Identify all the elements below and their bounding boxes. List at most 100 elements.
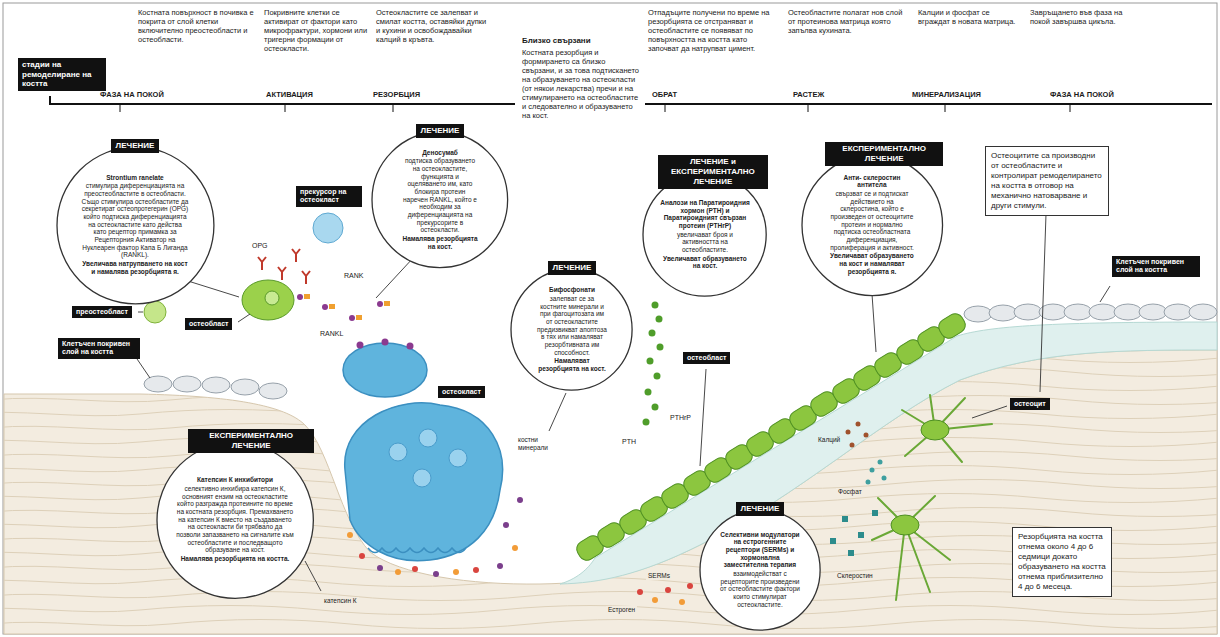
stage-description: Завръщането във фаза на покой завършва ц… (1030, 8, 1142, 26)
stage-description: Костната резорбция и формирането са близ… (522, 48, 640, 120)
callout-body: Аналози на Паратироидния хормон (PTH) и … (660, 199, 750, 271)
debris-dot (473, 567, 479, 573)
resorption-debris (347, 497, 523, 577)
cell-label: Клетъчен покривен слой на костта (58, 338, 140, 359)
opg-molecule (258, 257, 266, 270)
rank-receptors (357, 339, 414, 350)
new-bone-matrix (560, 322, 1217, 584)
osteocyte (891, 515, 919, 535)
dendrite (872, 496, 950, 600)
treatment-name: Катепсин К инхибитори (175, 476, 295, 484)
molecule-label: RANKL (318, 330, 345, 338)
tick (120, 104, 121, 112)
rankl-part (322, 304, 328, 310)
pth-dot (652, 302, 659, 309)
lamella (0, 452, 1220, 461)
pth-dot (656, 316, 663, 323)
cell-name: остеокласт (442, 388, 481, 396)
sclerostin (830, 538, 836, 544)
rankl-part (377, 301, 383, 307)
lamella (0, 424, 1220, 433)
phosphate-ions (866, 460, 887, 485)
estrogen (679, 599, 685, 605)
leader-line (135, 356, 150, 378)
pth-dot (647, 358, 654, 365)
rankl-part (349, 315, 355, 321)
note-box: Остеоцитите са производни от остеобласти… (985, 146, 1109, 216)
rankl-part (356, 315, 362, 320)
nucleus (413, 469, 431, 487)
callout-outline (802, 155, 943, 296)
debris-dot (497, 563, 503, 569)
lamella (0, 606, 1220, 615)
cell-name: остеоцит (1014, 400, 1046, 408)
callout-outline (700, 510, 820, 630)
molecule-label: костни минерали (516, 436, 566, 452)
stage-description: Остеокластите се залепват и смилат костт… (376, 8, 488, 44)
callout-outline (57, 147, 214, 304)
opg-molecule (278, 267, 286, 280)
lamella (0, 438, 1220, 447)
leader-line (549, 393, 566, 431)
debris-dot (412, 566, 418, 572)
estrogen (665, 587, 671, 593)
cell-name: остеобласт (189, 320, 228, 328)
treatment-text: взаимодействат с рецепторите произведени… (720, 570, 800, 608)
phase-name: РЕЗОРБЦИЯ (373, 90, 420, 99)
callout-body: Селективни модулатори на естрогенните ре… (720, 531, 800, 610)
osteocyte-dendrites (872, 395, 992, 600)
lining-cell (964, 306, 992, 322)
stage-description: Костната повърхност в почивка е покрита … (138, 8, 258, 44)
cell-name: прекурсор на остеокласт (300, 188, 358, 205)
treatment-name: Деносумаб (402, 149, 478, 157)
callout-body: Strontium ranelateстимулира диференциаци… (81, 174, 189, 277)
debris-dot (433, 571, 439, 577)
lining-cell (1089, 304, 1117, 320)
osteoclast-precursor (313, 213, 343, 243)
stage-description: Калции и фосфат се вграждат в новата мат… (918, 8, 1018, 26)
ion (870, 468, 875, 473)
callout-outline (511, 269, 632, 390)
treatment-callout: Бифосфонатизалепват се за костните минер… (510, 268, 633, 391)
cell-label: остеокласт (438, 386, 485, 398)
treatment-tag: ЛЕЧЕНИЕ (548, 261, 597, 275)
cell-label: остеобласт (683, 352, 730, 364)
lining-cell (173, 376, 201, 392)
debris-dot (347, 532, 353, 538)
ion (850, 443, 855, 448)
calcium-ions (846, 422, 869, 448)
treatment-callout: Деносумабподтиска образуването на остеок… (371, 131, 509, 269)
leader-line (700, 369, 706, 466)
debris-dot (453, 569, 459, 575)
lining-cell (1139, 304, 1167, 320)
nucleus (389, 443, 407, 461)
molecule-label: Естроген (606, 606, 637, 614)
pth-dot (652, 404, 659, 411)
cell-name: остеобласт (687, 354, 726, 362)
cell-label: Клетъчен покривен слой на костта (1112, 256, 1200, 277)
callout-body: Катепсин К инхибиториселективно инхибира… (175, 476, 295, 563)
debris-dot (359, 553, 365, 559)
receptor (357, 342, 364, 349)
molecule-label: OPG (250, 242, 270, 250)
treatment-tag: ЕКСПЕРИМЕНТАЛНО ЛЕЧЕНИЕ (825, 142, 943, 166)
leader-line (138, 312, 143, 313)
lining-cell (202, 377, 230, 393)
stage-description-heading: Близко свързани (522, 36, 640, 46)
receptor (407, 343, 414, 350)
estrogen-molecules (637, 583, 693, 605)
treatment-name: Селективни модулатори на естрогенните ре… (720, 531, 800, 569)
molecule-label: RANK (342, 272, 365, 280)
cell-name: Клетъчен покривен слой на костта (1116, 258, 1196, 275)
cell-label: остеобласт (185, 318, 232, 330)
sclerostin (858, 532, 864, 538)
pth-dot (654, 373, 661, 380)
lamella (0, 620, 1220, 629)
tick (393, 104, 394, 112)
leader-line (1100, 286, 1110, 302)
cell-label: остеоцит (1010, 398, 1050, 410)
stage-description: Отпадъците получени по време на резорбци… (648, 8, 776, 53)
nucleus (449, 449, 467, 467)
pth-dot (645, 389, 652, 396)
cell-name: стадии на ремоделиране на костта (22, 60, 102, 89)
